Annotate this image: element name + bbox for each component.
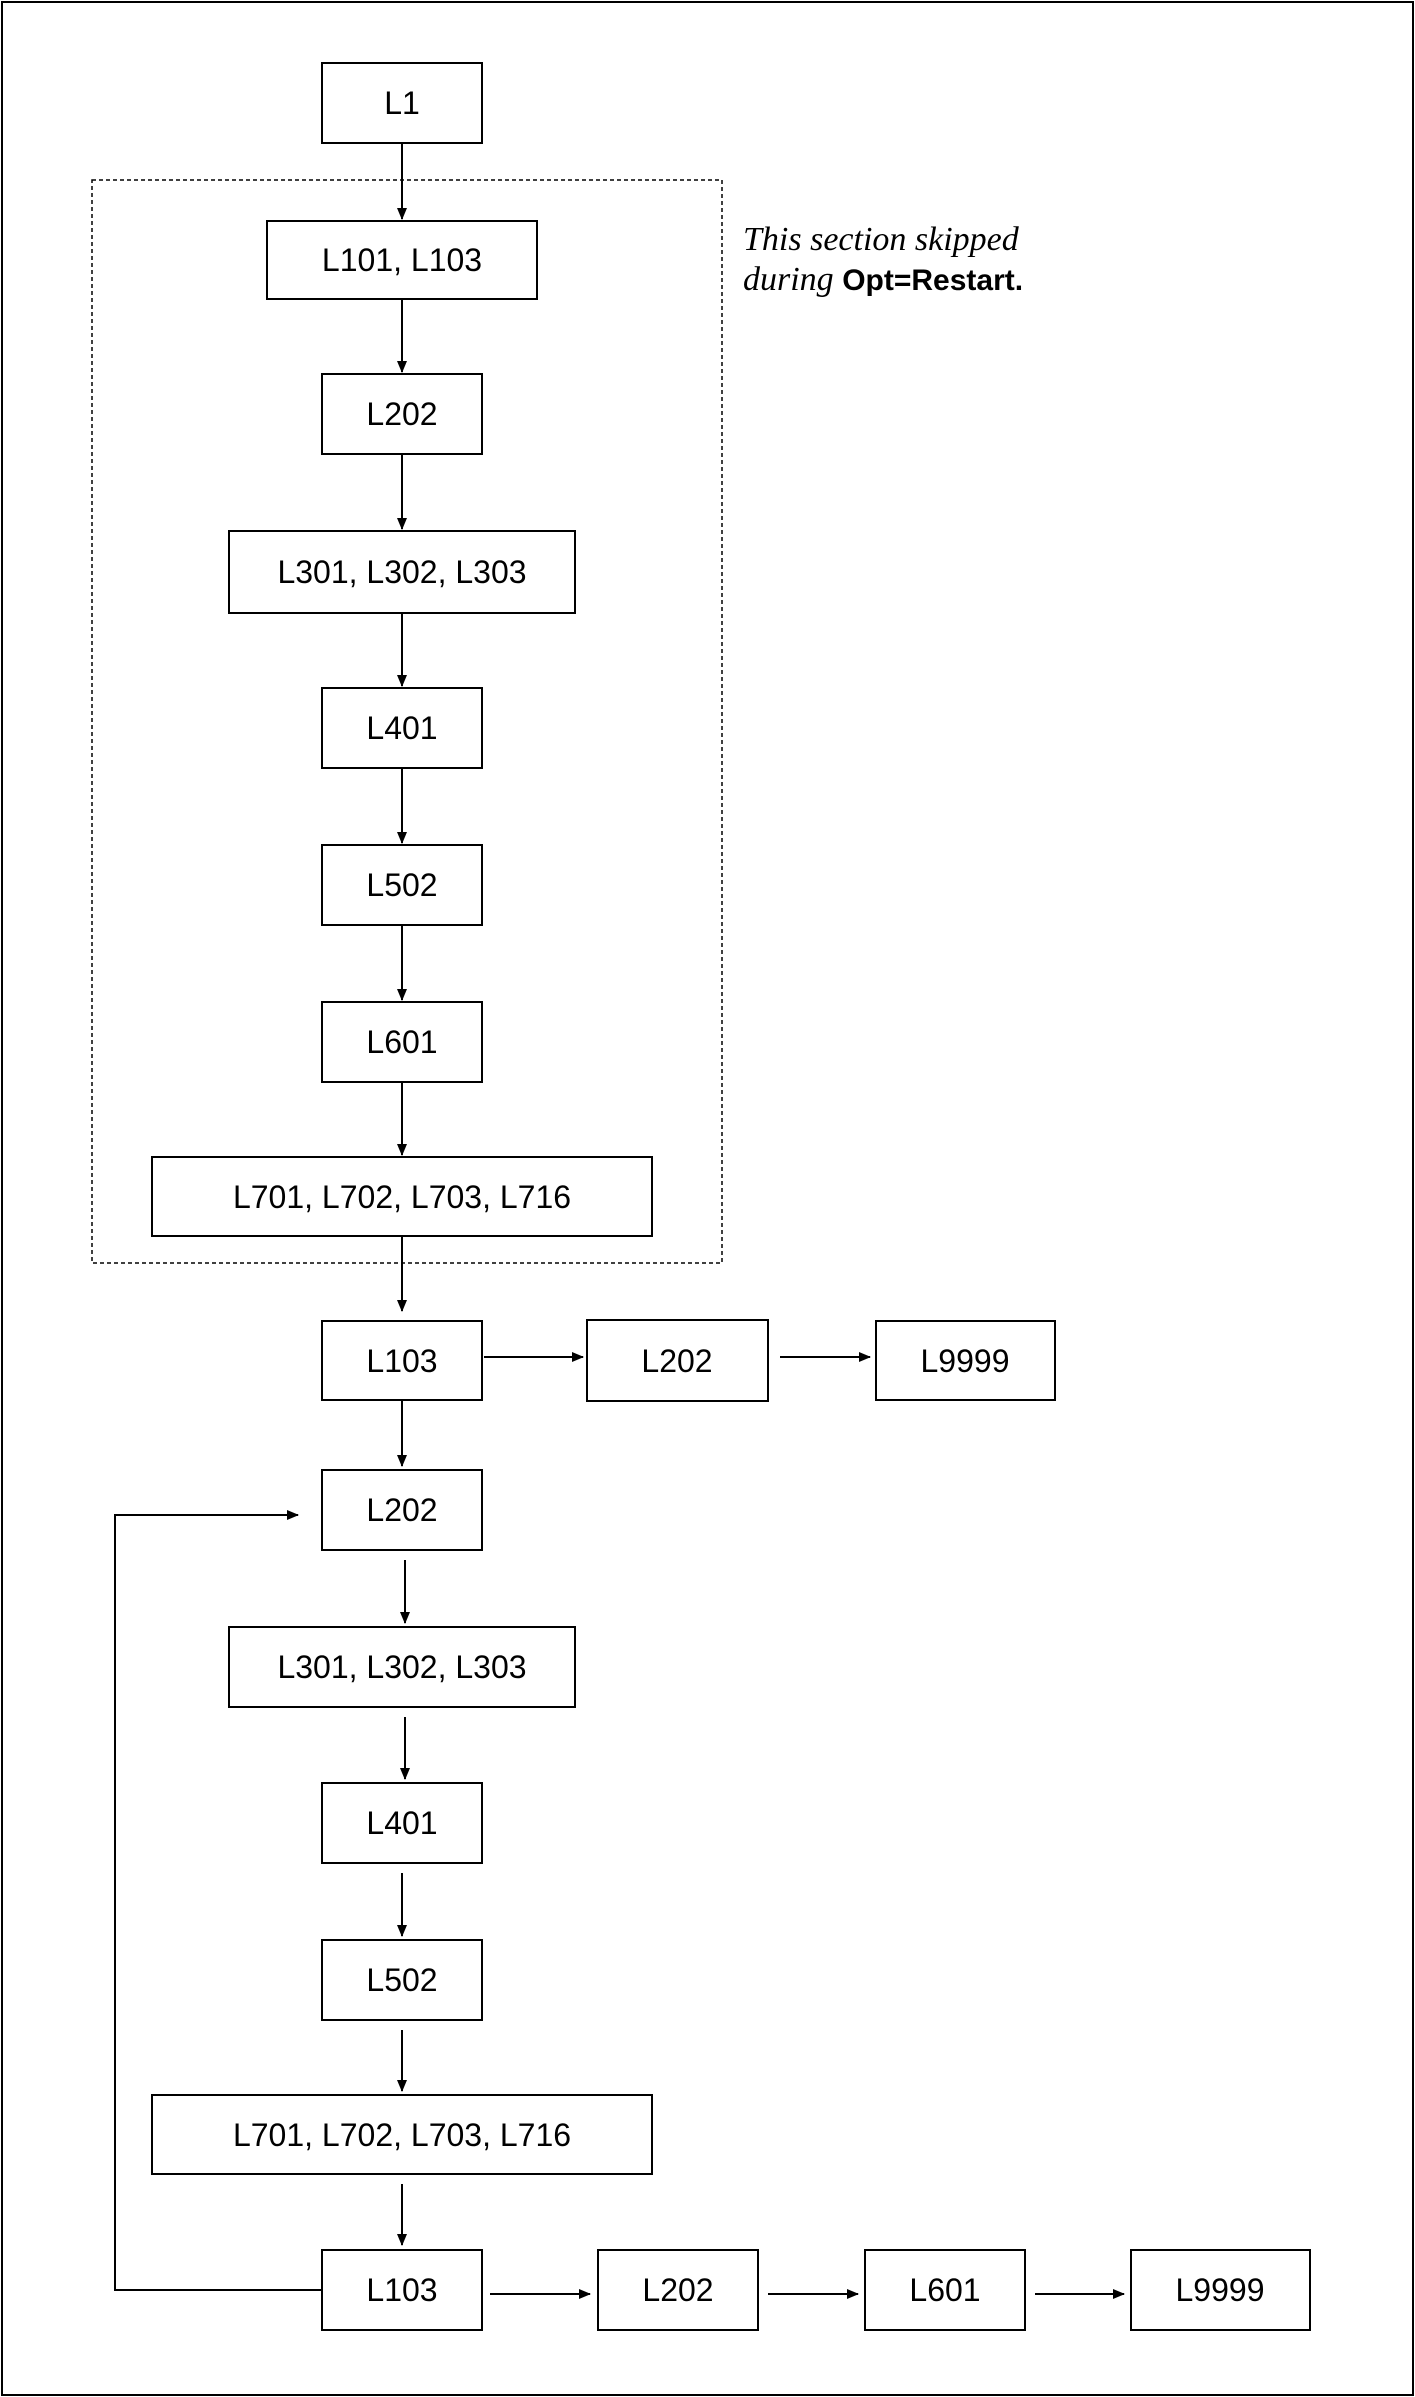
node-l701-lower: L701, L702, L703, L716: [151, 2094, 653, 2175]
node-l202-side-label: L202: [641, 1343, 712, 1379]
node-l502-upper-label: L502: [366, 867, 437, 903]
node-l301-lower-label: L301, L302, L303: [277, 1649, 526, 1685]
node-l401-lower-label: L401: [366, 1805, 437, 1841]
node-l502-lower-label: L502: [366, 1962, 437, 1998]
skipped-section-note: This section skipped: [743, 221, 1020, 258]
node-l502-upper: L502: [321, 844, 483, 926]
note-line-2-prefix: during: [743, 261, 842, 298]
node-l202-loop-label: L202: [366, 1492, 437, 1528]
note-code-opt-restart: Opt=Restart: [842, 264, 1015, 297]
node-l202-side: L202: [586, 1319, 769, 1402]
node-l9999-upper-label: L9999: [921, 1343, 1010, 1379]
node-l101-l103: L101, L103: [266, 220, 538, 300]
node-l401-lower: L401: [321, 1782, 483, 1864]
node-l601-upper: L601: [321, 1001, 483, 1083]
node-l103-lower-label: L103: [366, 2272, 437, 2308]
node-l202-upper-label: L202: [366, 396, 437, 432]
node-l701-upper-label: L701, L702, L703, L716: [233, 1179, 571, 1215]
note-line-1: This section skipped: [743, 221, 1020, 258]
node-l202-final-label: L202: [642, 2272, 713, 2308]
note-line-2-suffix: .: [1015, 264, 1023, 297]
node-l103-middle-label: L103: [366, 1343, 437, 1379]
node-l202-loop: L202: [321, 1469, 483, 1551]
node-l601-final-label: L601: [909, 2272, 980, 2308]
node-l301-upper: L301, L302, L303: [228, 530, 576, 614]
node-l101-l103-label: L101, L103: [322, 242, 482, 278]
node-l701-upper: L701, L702, L703, L716: [151, 1156, 653, 1237]
node-l1-label: L1: [384, 85, 420, 121]
node-l401-upper-label: L401: [366, 710, 437, 746]
node-l202-final: L202: [597, 2249, 759, 2331]
skipped-section-note-line-2: during Opt=Restart.: [743, 261, 1023, 298]
node-l601-upper-label: L601: [366, 1024, 437, 1060]
node-l1: L1: [321, 62, 483, 144]
node-l601-final: L601: [864, 2249, 1026, 2331]
node-l9999-final-label: L9999: [1176, 2272, 1265, 2308]
node-l301-upper-label: L301, L302, L303: [277, 554, 526, 590]
skipped-section-region: [91, 179, 723, 1264]
node-l301-lower: L301, L302, L303: [228, 1626, 576, 1708]
node-l701-lower-label: L701, L702, L703, L716: [233, 2117, 571, 2153]
arrow-loop-back-to-l202: [114, 1510, 322, 2291]
node-l103-middle: L103: [321, 1320, 483, 1401]
node-l502-lower: L502: [321, 1939, 483, 2021]
node-l103-lower: L103: [321, 2249, 483, 2331]
node-l9999-upper: L9999: [875, 1320, 1056, 1401]
node-l202-upper: L202: [321, 373, 483, 455]
node-l401-upper: L401: [321, 687, 483, 769]
node-l9999-final: L9999: [1130, 2249, 1311, 2331]
